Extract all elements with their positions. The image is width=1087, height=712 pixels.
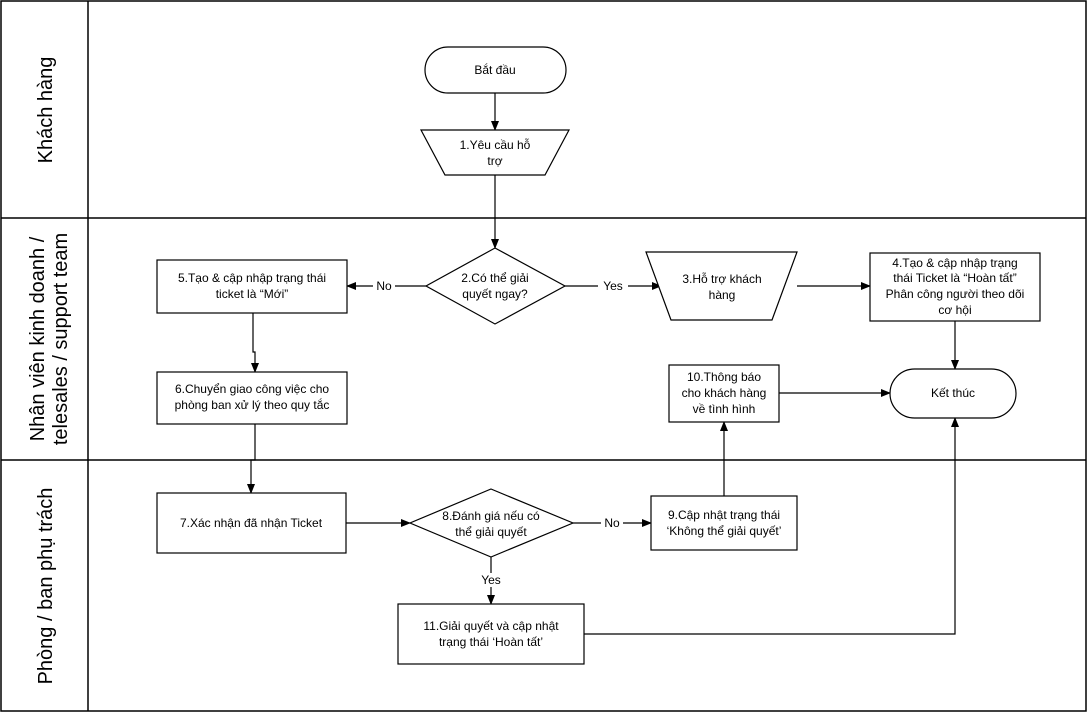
- edge-label-yes: Yes: [603, 279, 623, 293]
- edge-label-bg: [477, 573, 507, 587]
- step-3-shape: [645, 251, 798, 321]
- decision-2-line1: 2.Có thể giải: [461, 271, 528, 285]
- edge-6-to-7: [247, 424, 256, 494]
- decision-8-shape: [408, 488, 575, 558]
- step-6-line2: phòng ban xử lý theo quy tắc: [175, 397, 330, 412]
- lane-title-sales-line1: Nhân viên kinh doanh /: [27, 236, 49, 441]
- step-9-box: [650, 495, 798, 551]
- step-4-line3: Phân công người theo dõi: [886, 287, 1025, 301]
- step-11-box: [397, 603, 585, 665]
- lane-title-sales-line2: telesales / support team: [50, 233, 72, 445]
- edge-label-no: No: [604, 516, 620, 530]
- step-1-line1: 1.Yêu cầu hỗ: [460, 137, 531, 152]
- decision-8-line2: thể giải quyết: [455, 525, 527, 539]
- step-1-shape: [420, 129, 570, 176]
- edge-11-to-end: [584, 417, 959, 635]
- edge-label-bg: [601, 516, 623, 530]
- edge-label-bg: [373, 279, 395, 293]
- end-terminator: [889, 368, 1017, 419]
- edge-label-bg: [598, 279, 628, 293]
- step-10-box: [668, 364, 780, 423]
- step-9-line1: 9.Cập nhật trạng thái: [668, 508, 780, 522]
- step-1-line2: trợ: [487, 154, 502, 168]
- edge-label-yes: Yes: [481, 573, 501, 587]
- decision-2-shape: [424, 247, 567, 325]
- step-9-line2: ‘Không thể giải quyết’: [667, 524, 782, 538]
- step-6-box: [156, 371, 348, 425]
- lane-title-sales: Nhân viên kinh doanh / telesales / suppo…: [27, 233, 72, 445]
- step-6-line1: 6.Chuyển giao công việc cho: [175, 382, 329, 396]
- step-4-line2: thái Ticket là “Hoàn tất”: [893, 271, 1016, 285]
- edge-5-to-6: [251, 313, 259, 373]
- step-3-line2: hàng: [709, 288, 736, 302]
- decision-8-line1: 8.Đánh giá nếu có: [442, 509, 540, 523]
- start-terminator: [424, 46, 567, 94]
- step-4-line1: 4.Tạo & cập nhập trạng: [892, 256, 1017, 270]
- step-11-line2: trạng thái ‘Hoàn tất’: [439, 635, 543, 649]
- step-10-line3: về tình hình: [693, 402, 756, 416]
- step-7-box: [156, 492, 347, 554]
- step-4-line4: cơ hội: [938, 303, 971, 317]
- lane-title-customer: Khách hàng: [35, 57, 57, 164]
- step-10-line2: cho khách hàng: [682, 386, 767, 400]
- step-3-line1: 3.Hỗ trợ khách: [682, 271, 761, 286]
- step-5-box: [156, 259, 348, 314]
- decision-2-line2: quyết ngay?: [462, 287, 528, 301]
- step-5-line1: 5.Tạo & cập nhập trạng thái: [178, 271, 326, 285]
- edge-label-no: No: [376, 279, 392, 293]
- step-4-box: [869, 252, 1041, 322]
- lane-title-department: Phòng / ban phụ trách: [35, 488, 57, 685]
- start-label: Bắt đầu: [474, 62, 515, 77]
- step-7-label: 7.Xác nhận đã nhận Ticket: [180, 516, 323, 530]
- step-10-line1: 10.Thông báo: [687, 370, 761, 384]
- end-label: Kết thúc: [931, 386, 975, 400]
- step-5-line2: ticket là “Mới”: [216, 287, 289, 301]
- step-11-line1: 11.Giải quyết và cập nhật: [423, 619, 559, 633]
